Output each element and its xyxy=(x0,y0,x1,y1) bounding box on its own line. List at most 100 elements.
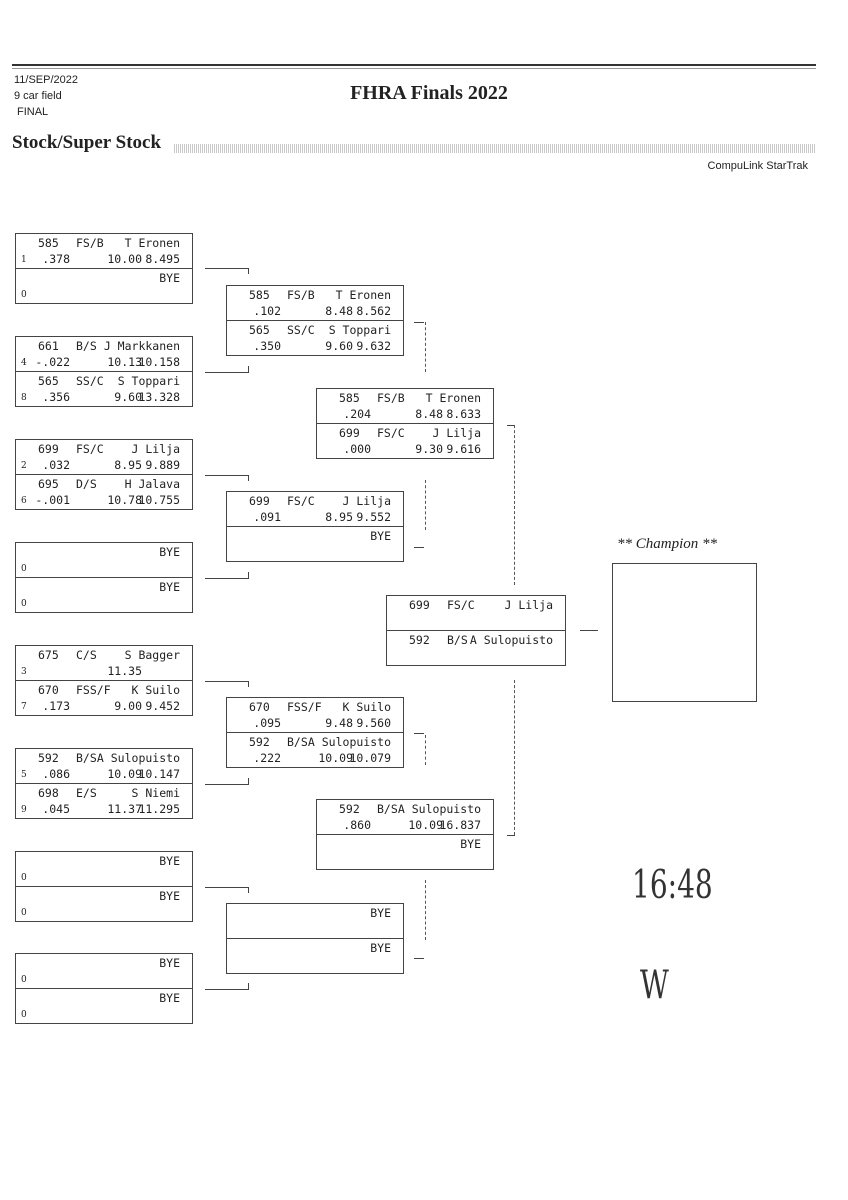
racer-name: BYE xyxy=(159,545,180,559)
racer-name: BYE xyxy=(159,956,180,970)
racer-seed: 6 xyxy=(21,496,27,506)
racer-name: J Lilja xyxy=(342,494,391,508)
racer-rt: .000 xyxy=(343,442,371,456)
connector-line xyxy=(580,630,598,631)
racer-rt: .032 xyxy=(42,458,70,472)
racer-cls: E/S xyxy=(76,786,97,800)
top-rule-thin xyxy=(12,68,816,69)
racer-dial: 8.48 xyxy=(415,407,443,421)
racer-seed: 8 xyxy=(21,393,27,403)
racer-et: 10.147 xyxy=(138,767,180,781)
racer-cls: FS/B xyxy=(287,288,315,302)
racer-slot: BYE 0 xyxy=(16,954,192,988)
racer-dial: 8.48 xyxy=(325,304,353,318)
racer-seed: 1 xyxy=(21,255,27,265)
racer-num: 675 xyxy=(38,648,59,662)
racer-cls: FS/C xyxy=(447,598,475,612)
racer-name: A Sulopuisto xyxy=(469,633,553,647)
racer-seed: 4 xyxy=(21,358,27,368)
racer-cls: FSS/F xyxy=(287,700,322,714)
racer-num: 699 xyxy=(409,598,430,612)
racer-name: BYE xyxy=(159,271,180,285)
racer-rt: .091 xyxy=(253,510,281,524)
racer-rt: -.022 xyxy=(35,355,70,369)
racer-name: A Sulopuisto xyxy=(307,735,391,749)
racer-seed: 7 xyxy=(21,702,27,712)
racer-et: 9.560 xyxy=(356,716,391,730)
connector-tick xyxy=(248,887,249,893)
racer-cls: C/S xyxy=(76,648,97,662)
connector-tick xyxy=(248,572,249,578)
racer-num: 565 xyxy=(38,374,59,388)
racer-rt: .860 xyxy=(343,818,371,832)
connector-line xyxy=(414,733,424,734)
racer-name: S Bagger xyxy=(124,648,180,662)
racer-dial: 9.60 xyxy=(325,339,353,353)
connector-tick xyxy=(248,366,249,372)
connector-tick xyxy=(248,983,249,989)
racer-cls: FS/C xyxy=(76,442,104,456)
racer-name: K Suilo xyxy=(131,683,180,697)
racer-seed: 0 xyxy=(21,908,27,918)
racer-slot: BYE xyxy=(227,904,403,938)
racer-num: 699 xyxy=(38,442,59,456)
champion-box xyxy=(612,563,757,702)
racer-name: A Sulopuisto xyxy=(96,751,180,765)
racer-name: BYE xyxy=(370,906,391,920)
racer-num: 592 xyxy=(249,735,270,749)
connector-dashed xyxy=(425,322,426,372)
connector-dashed xyxy=(514,680,515,835)
racer-name: A Sulopuisto xyxy=(397,802,481,816)
racer-slot: BYE xyxy=(317,834,493,869)
class-title: Stock/Super Stock xyxy=(12,132,162,153)
racer-et: 9.616 xyxy=(446,442,481,456)
racer-name: T Eronen xyxy=(335,288,391,302)
racer-cls: FS/C xyxy=(377,426,405,440)
racer-name: J Lilja xyxy=(432,426,481,440)
racer-num: 585 xyxy=(38,236,59,250)
racer-dial: 11.37 xyxy=(107,802,142,816)
racer-cls: B/S xyxy=(76,751,97,765)
connector-line xyxy=(414,322,424,323)
connector-line xyxy=(205,887,249,888)
racer-dial: 10.09 xyxy=(318,751,353,765)
racer-cls: FS/B xyxy=(76,236,104,250)
racer-num: 661 xyxy=(38,339,59,353)
racer-dial: 10.09 xyxy=(408,818,443,832)
racer-et: 11.295 xyxy=(138,802,180,816)
racer-seed: 9 xyxy=(21,805,27,815)
connector-line xyxy=(205,784,249,785)
racer-cls: D/S xyxy=(76,477,97,491)
racer-name: BYE xyxy=(159,580,180,594)
racer-rt: .173 xyxy=(42,699,70,713)
racer-name: J Lilja xyxy=(131,442,180,456)
connector-tick xyxy=(248,778,249,784)
racer-num: 565 xyxy=(249,323,270,337)
racer-num: 698 xyxy=(38,786,59,800)
racer-et: 16.837 xyxy=(439,818,481,832)
racer-seed: 0 xyxy=(21,975,27,985)
